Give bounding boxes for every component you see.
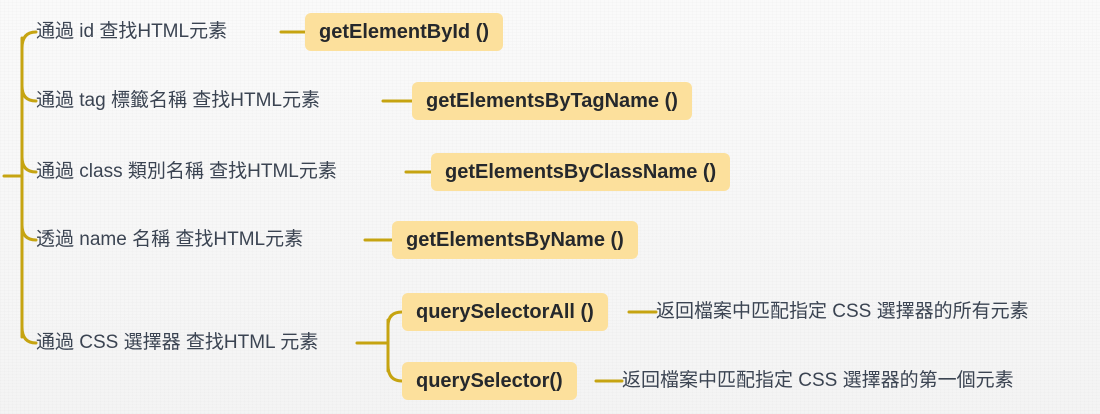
branch-label-id: 通過 id 查找HTML元素 — [36, 21, 228, 42]
elbow-row-3 — [20, 155, 38, 174]
method-badge-getelementbyid[interactable]: getElementById () — [305, 13, 504, 51]
method-badge-queryselectorall[interactable]: querySelectorAll () — [402, 293, 608, 331]
elbow-sub-2 — [386, 363, 404, 383]
method-badge-queryselector[interactable]: querySelector() — [402, 362, 577, 400]
branch-label-tag: 通過 tag 標籤名稱 查找HTML元素 — [36, 90, 320, 111]
elbow-row-4 — [20, 223, 38, 242]
method-badge-getelementsbyname[interactable]: getElementsByName () — [392, 221, 638, 259]
description-queryselector: 返回檔案中匹配指定 CSS 選擇器的第一個元素 — [622, 370, 1014, 391]
elbow-sub-1 — [386, 310, 404, 328]
elbow-row-1 — [20, 30, 38, 50]
elbow-row-2 — [20, 84, 38, 103]
description-queryselectorall: 返回檔案中匹配指定 CSS 選擇器的所有元素 — [656, 301, 1029, 322]
branch-label-name: 透過 name 名稱 查找HTML元素 — [36, 229, 304, 250]
method-badge-getelementsbyclassname[interactable]: getElementsByClassName () — [431, 153, 731, 191]
elbow-row-5 — [20, 325, 38, 345]
branch-label-css-selector: 通過 CSS 選擇器 查找HTML 元素 — [36, 332, 319, 353]
method-badge-getelementsbytagname[interactable]: getElementsByTagName () — [412, 82, 692, 120]
branch-label-class: 通過 class 類別名稱 查找HTML元素 — [36, 161, 337, 182]
